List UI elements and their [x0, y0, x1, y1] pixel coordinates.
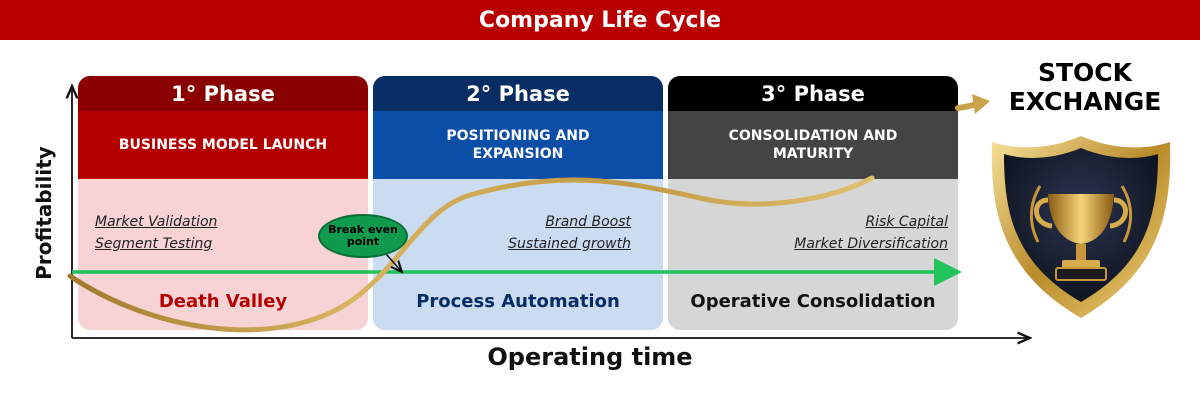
phase-1-heading: 1° Phase [78, 76, 368, 111]
phase-3-body: Risk Capital Market Diversification Oper… [668, 179, 958, 330]
page-title: Company Life Cycle [478, 7, 722, 33]
phase-3-panel: 3° Phase CONSOLIDATION AND MATURITY Risk… [668, 76, 958, 330]
phase-2-note: Sustained growth [508, 236, 631, 252]
phase-3-bottom-label: Operative Consolidation [690, 291, 936, 312]
phase-1-bottom-label: Death Valley [158, 291, 288, 312]
phase-3-subtitle: CONSOLIDATION AND MATURITY [668, 111, 958, 179]
phase-2-heading: 2° Phase [373, 76, 663, 111]
break-even-badge: Break even point [318, 214, 408, 258]
title-bar: Company Life Cycle [0, 0, 1200, 40]
phase-3-note: Market Diversification [794, 236, 948, 252]
break-even-pointer [385, 253, 402, 272]
phase-2-subtitle: POSITIONING AND EXPANSION [373, 111, 663, 179]
arrow-right-icon [972, 94, 990, 114]
life-cycle-curve [67, 175, 875, 333]
y-axis-label: Profitability [32, 146, 56, 280]
phase-1-notes: Market Validation Segment Testing [95, 211, 217, 255]
stock-exchange-line2: EXCHANGE [1008, 87, 1162, 116]
phase-1-note: Segment Testing [95, 236, 213, 252]
phase-3-notes: Risk Capital Market Diversification [794, 211, 948, 255]
x-axis-label: Operating time [487, 343, 693, 371]
phase-2-body: Brand Boost Sustained growth Process Aut… [373, 179, 663, 330]
phase-2-note: Brand Boost [545, 214, 631, 230]
phase-2-bottom-label: Process Automation [416, 291, 620, 312]
stock-exchange-title: STOCK EXCHANGE [990, 58, 1180, 116]
trophy-shield-icon [991, 136, 1171, 318]
phase-2-notes: Brand Boost Sustained growth [508, 211, 631, 255]
stock-exchange-line1: STOCK [1037, 58, 1133, 87]
phase-2-panel: 2° Phase POSITIONING AND EXPANSION Brand… [373, 76, 663, 330]
phase-3-note: Risk Capital [865, 214, 948, 230]
phase-1-note: Market Validation [95, 214, 218, 230]
phase-3-heading: 3° Phase [668, 76, 958, 111]
phase-1-subtitle: BUSINESS MODEL LAUNCH [78, 111, 368, 179]
